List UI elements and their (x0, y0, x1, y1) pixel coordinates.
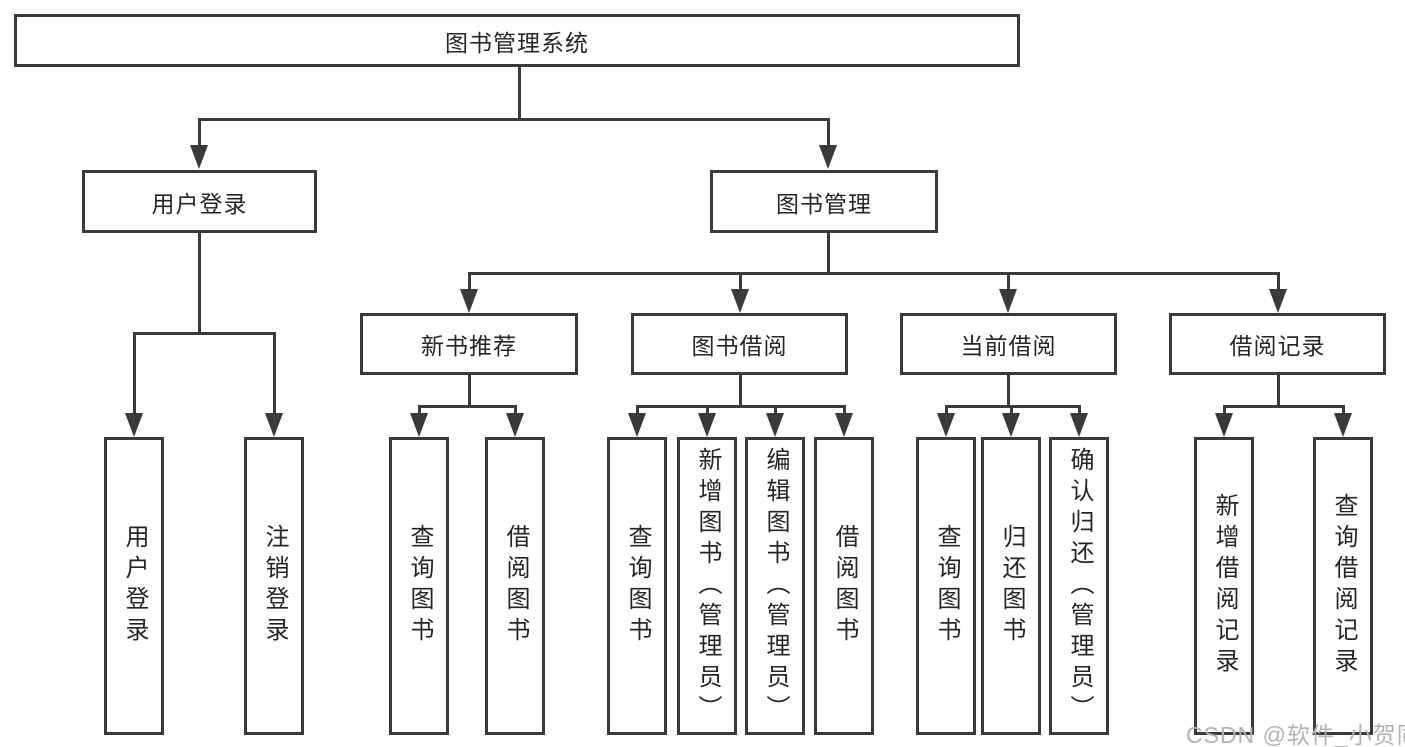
node-leaf-logout: 注销登录 (244, 437, 304, 735)
node-label: 归还图书 (998, 524, 1025, 648)
connector-stem (468, 374, 471, 408)
node-label: 新增图书（管理员） (694, 446, 721, 726)
arrow-shaft (1342, 405, 1345, 416)
node-label: 用户登录 (121, 524, 148, 648)
arrowhead-down-icon (819, 145, 837, 169)
arrow-shaft (1010, 405, 1013, 416)
node-book-management: 图书管理 (710, 170, 938, 233)
arrow-shaft (774, 405, 777, 416)
arrow-shaft (843, 405, 846, 416)
connector-stem (1007, 374, 1010, 408)
connector-rail (1223, 405, 1345, 408)
arrow-shaft (133, 332, 136, 416)
arrowhead-down-icon (125, 413, 143, 437)
node-library-system: 图书管理系统 (14, 14, 1020, 67)
arrow-shaft (739, 272, 742, 292)
node-label: 编辑图书（管理员） (762, 446, 789, 726)
node-leaf-edit-books-admin: 编辑图书（管理员） (745, 437, 805, 735)
watermark: CSDN @软件_小贺同学 (1186, 722, 1405, 747)
arrowhead-down-icon (698, 413, 716, 437)
connector-rail (945, 405, 1081, 408)
node-borrow-records: 借阅记录 (1169, 313, 1386, 375)
arrowhead-down-icon (506, 413, 524, 437)
connector-stem (827, 232, 830, 275)
node-label: 用户登录 (151, 190, 248, 217)
arrow-shaft (514, 405, 517, 416)
node-label: 注销登录 (261, 524, 288, 648)
connector-stem (1277, 374, 1280, 408)
node-label: 图书管理系统 (445, 29, 589, 56)
arrowhead-down-icon (999, 289, 1017, 313)
node-label: 查询借阅记录 (1330, 493, 1357, 679)
arrow-shaft (1223, 405, 1226, 416)
arrow-shaft (636, 405, 639, 416)
node-label: 借阅图书 (831, 524, 858, 648)
node-user-login-branch: 用户登录 (82, 170, 317, 233)
arrow-shaft (418, 405, 421, 416)
node-label: 图书管理 (776, 190, 872, 217)
node-book-borrowing: 图书借阅 (631, 313, 848, 375)
node-leaf-confirm-return-admin: 确认归还（管理员） (1049, 437, 1109, 735)
node-leaf-add-books-admin: 新增图书（管理员） (677, 437, 737, 735)
node-current-borrowing: 当前借阅 (900, 313, 1117, 375)
arrowhead-down-icon (1070, 413, 1088, 437)
node-label: 图书借阅 (691, 333, 788, 359)
arrowhead-down-icon (1002, 413, 1020, 437)
connector-rail (636, 405, 846, 408)
arrowhead-down-icon (1334, 413, 1352, 437)
arrowhead-down-icon (265, 413, 283, 437)
arrow-shaft (1277, 272, 1280, 292)
arrowhead-down-icon (835, 413, 853, 437)
arrowhead-down-icon (410, 413, 428, 437)
node-leaf-query-books-a: 查询图书 (389, 437, 449, 735)
arrowhead-down-icon (766, 413, 784, 437)
node-label: 当前借阅 (960, 333, 1057, 359)
arrow-shaft (273, 332, 276, 416)
arrow-shaft (1078, 405, 1081, 416)
arrow-shaft (827, 118, 830, 148)
node-label: 借阅图书 (502, 524, 529, 648)
node-label: 查询图书 (406, 524, 433, 648)
arrow-shaft (468, 272, 471, 292)
node-label: 查询图书 (933, 524, 960, 648)
node-leaf-borrow-books-a: 借阅图书 (485, 437, 545, 735)
node-label: 新书推荐 (421, 333, 517, 359)
node-new-book-recommend: 新书推荐 (360, 313, 578, 375)
arrowhead-down-icon (731, 289, 749, 313)
arrowhead-down-icon (190, 145, 208, 169)
arrowhead-down-icon (460, 289, 478, 313)
arrow-shaft (198, 118, 201, 148)
arrowhead-down-icon (1215, 413, 1233, 437)
node-leaf-borrow-books-b: 借阅图书 (814, 437, 874, 735)
node-leaf-query-borrow-record: 查询借阅记录 (1313, 437, 1373, 735)
connector-rail (468, 272, 1280, 275)
node-leaf-add-borrow-record: 新增借阅记录 (1194, 437, 1254, 735)
connector-stem (739, 374, 742, 408)
arrowhead-down-icon (937, 413, 955, 437)
arrow-shaft (945, 405, 948, 416)
arrowhead-down-icon (1269, 289, 1287, 313)
node-label: 查询图书 (624, 524, 651, 648)
node-label: 确认归还（管理员） (1066, 446, 1093, 726)
node-leaf-query-books-c: 查询图书 (916, 437, 976, 735)
arrow-shaft (1007, 272, 1010, 292)
connector-stem (518, 66, 521, 119)
node-leaf-user-login: 用户登录 (104, 437, 164, 735)
connector-stem (198, 232, 201, 335)
node-leaf-query-books-b: 查询图书 (607, 437, 667, 735)
connector-rail (418, 405, 517, 408)
arrowhead-down-icon (628, 413, 646, 437)
node-label: 新增借阅记录 (1211, 493, 1238, 679)
node-leaf-return-books: 归还图书 (981, 437, 1041, 735)
connector-rail (133, 332, 276, 335)
connector-rail (198, 118, 830, 121)
node-label: 借阅记录 (1229, 333, 1326, 359)
arrow-shaft (706, 405, 709, 416)
